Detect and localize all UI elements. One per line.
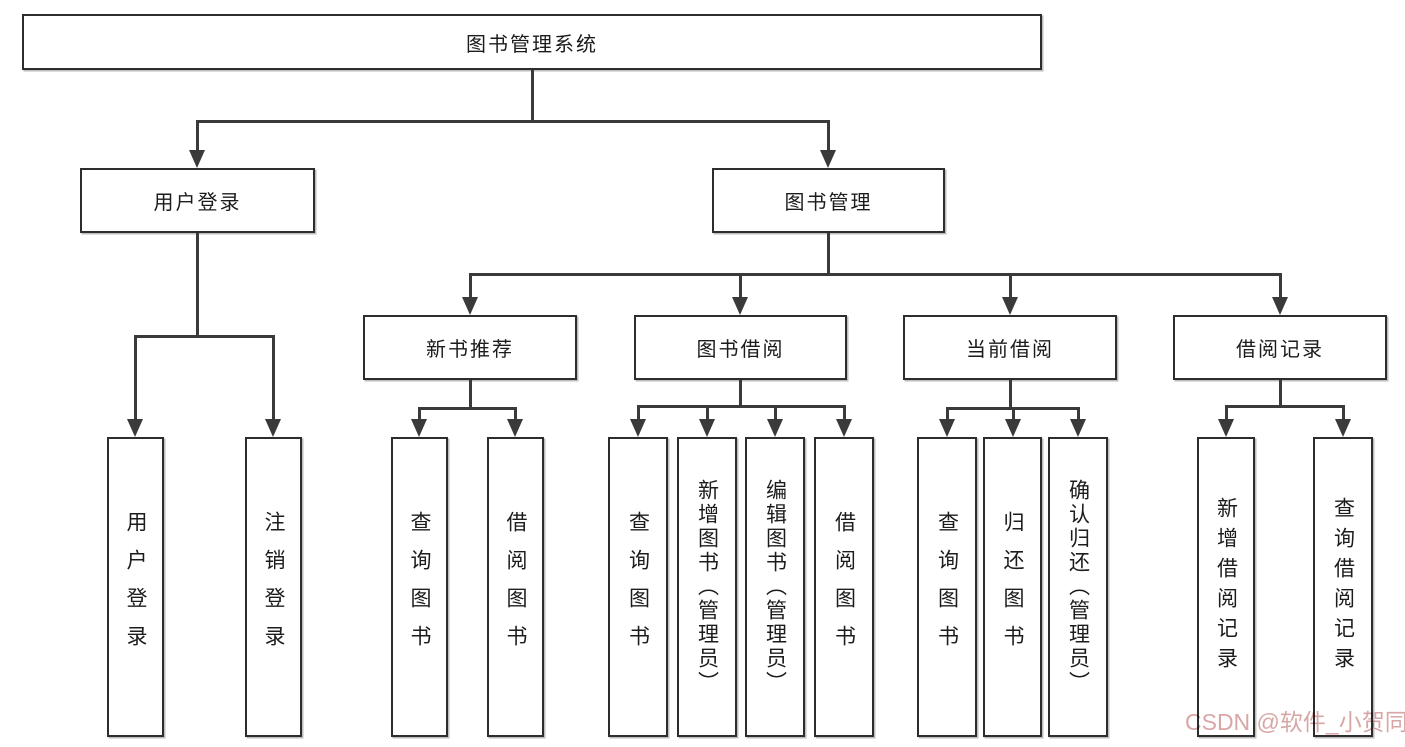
connector-line	[1225, 405, 1344, 408]
connector-line	[843, 405, 846, 421]
arrow-down-icon	[1002, 297, 1018, 315]
node-logout: 注销登录	[245, 437, 302, 737]
node-cb-query-books-label: 查询图书	[935, 511, 959, 663]
arrow-down-icon	[265, 419, 281, 437]
arrow-down-icon	[189, 150, 205, 168]
node-cb-return-books: 归还图书	[983, 437, 1042, 737]
node-book-borrow: 图书借阅	[634, 315, 847, 380]
node-br-add-record: 新增借阅记录	[1197, 437, 1255, 737]
node-nb-query-books: 查询图书	[391, 437, 448, 737]
node-bb-edit-books-admin-label: 编辑图书（管理员）	[763, 479, 787, 695]
node-user-login: 用户登录	[80, 168, 315, 233]
node-cb-confirm-return-admin: 确认归还（管理员）	[1048, 437, 1108, 737]
connector-line	[1077, 407, 1080, 421]
connector-line	[827, 233, 830, 273]
node-br-query-record: 查询借阅记录	[1313, 437, 1373, 737]
node-book-management: 图书管理	[712, 168, 945, 233]
connector-line	[827, 120, 830, 151]
node-current-borrow: 当前借阅	[903, 315, 1117, 380]
connector-line	[418, 407, 516, 410]
node-root: 图书管理系统	[22, 14, 1042, 70]
connector-line	[637, 405, 640, 421]
connector-line	[196, 120, 199, 151]
node-br-query-record-label: 查询借阅记录	[1331, 497, 1355, 677]
connector-line	[1279, 380, 1282, 405]
connector-line	[1009, 380, 1012, 407]
connector-line	[135, 335, 275, 338]
arrow-down-icon	[820, 150, 836, 168]
node-cb-confirm-return-admin-label: 确认归还（管理员）	[1066, 479, 1090, 695]
node-cb-return-books-label: 归还图书	[1001, 511, 1024, 663]
node-nb-borrow-books: 借阅图书	[487, 437, 544, 737]
arrow-down-icon	[1005, 419, 1021, 437]
node-logout-label: 注销登录	[262, 511, 285, 663]
connector-line	[774, 405, 777, 421]
arrow-down-icon	[939, 419, 955, 437]
connector-line	[196, 233, 199, 335]
arrow-down-icon	[1272, 297, 1288, 315]
node-nb-borrow-books-label: 借阅图书	[504, 511, 527, 663]
arrow-down-icon	[836, 419, 852, 437]
connector-line	[1342, 405, 1345, 421]
connector-line	[637, 405, 845, 408]
connector-line	[272, 335, 275, 420]
connector-line	[469, 380, 472, 407]
node-new-book-recommend: 新书推荐	[363, 315, 577, 380]
connector-line	[1225, 405, 1228, 421]
connector-line	[531, 70, 534, 120]
node-bb-query-books: 查询图书	[608, 437, 668, 737]
arrow-down-icon	[127, 419, 143, 437]
arrow-down-icon	[630, 419, 646, 437]
arrow-down-icon	[462, 297, 478, 315]
connector-line	[1009, 273, 1012, 298]
connector-line	[946, 407, 949, 421]
node-nb-query-books-label: 查询图书	[408, 511, 431, 663]
connector-line	[418, 407, 421, 421]
node-bb-add-books-admin-label: 新增图书（管理员）	[695, 479, 719, 695]
connector-line	[196, 120, 830, 123]
arrow-down-icon	[1070, 419, 1086, 437]
node-cb-query-books: 查询图书	[917, 437, 977, 737]
connector-line	[134, 335, 137, 420]
node-bb-borrow-books: 借阅图书	[814, 437, 874, 737]
connector-line	[739, 380, 742, 405]
arrow-down-icon	[732, 297, 748, 315]
connector-line	[739, 273, 742, 298]
node-borrow-records: 借阅记录	[1173, 315, 1387, 380]
node-bb-edit-books-admin: 编辑图书（管理员）	[745, 437, 805, 737]
csdn-watermark: CSDN @软件_小贺同学	[1185, 709, 1405, 735]
node-bb-add-books-admin: 新增图书（管理员）	[677, 437, 737, 737]
arrow-down-icon	[507, 419, 523, 437]
arrow-down-icon	[699, 419, 715, 437]
connector-line	[1279, 273, 1282, 298]
arrow-down-icon	[411, 419, 427, 437]
connector-line	[706, 405, 709, 421]
arrow-down-icon	[1335, 419, 1351, 437]
connector-line	[469, 273, 1281, 276]
node-login: 用户登录	[107, 437, 164, 737]
node-bb-query-books-label: 查询图书	[626, 511, 650, 663]
arrow-down-icon	[767, 419, 783, 437]
arrow-down-icon	[1218, 419, 1234, 437]
connector-line	[469, 273, 472, 298]
connector-line	[514, 407, 517, 421]
node-bb-borrow-books-label: 借阅图书	[832, 511, 856, 663]
node-login-label: 用户登录	[124, 511, 147, 663]
connector-line	[1012, 407, 1015, 421]
node-br-add-record-label: 新增借阅记录	[1214, 497, 1238, 677]
